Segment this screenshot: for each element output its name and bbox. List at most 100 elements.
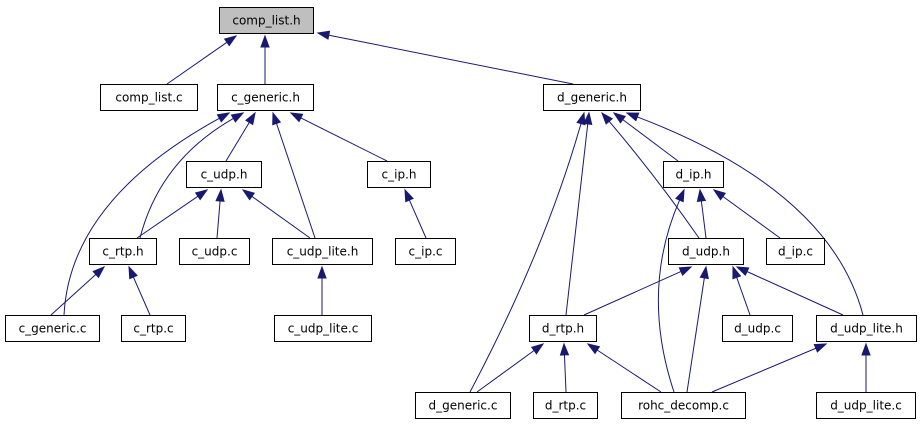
node-box[interactable] [272,238,373,265]
node-box[interactable] [668,238,744,265]
edge-line [50,273,97,316]
node-label: comp_list.h [232,14,300,28]
arrow-head [735,266,750,277]
node-box[interactable] [89,238,157,265]
edge-d_ip_c-to-d_ip_h [712,189,781,239]
edge-line [711,347,817,393]
edge-c_generic_c-to-c_rtp_h [50,266,106,316]
node-box[interactable] [100,84,198,111]
arrow-head [586,343,601,355]
edge-line [275,122,316,239]
edges-layer [50,30,871,393]
edge-c_udp_lite_h-to-c_udp_h [241,189,311,239]
edge-d_udp_h-to-d_ip_h [696,188,707,239]
node-c-udp-lite-c[interactable]: c_udp_lite.c [274,315,372,342]
node-d-ip-h[interactable]: d_ip.h [663,161,724,188]
edge-line [132,275,151,316]
node-d-generic-h[interactable]: d_generic.h [543,84,641,111]
node-c-rtp-h[interactable]: c_rtp.h [89,238,157,265]
node-d-rtp-c[interactable]: d_rtp.c [533,392,598,419]
node-label: d_ip.h [676,168,712,182]
node-box[interactable] [543,84,641,111]
arrow-head [696,188,707,202]
node-d-ip-c[interactable]: d_ip.c [766,238,825,265]
node-c-ip-c[interactable]: c_ip.c [395,238,456,265]
node-c-udp-c[interactable]: c_udp.c [179,238,250,265]
node-label: d_udp_lite.h [830,322,903,336]
node-comp-list-h[interactable]: comp_list.h [219,7,314,34]
node-label: c_udp.h [201,168,248,182]
edge-line [657,198,681,393]
node-box[interactable] [219,7,314,34]
arrow-head [215,188,225,202]
node-box[interactable] [722,315,793,342]
node-box[interactable] [186,161,262,188]
node-c-udp-lite-h[interactable]: c_udp_lite.h [272,238,373,265]
node-box[interactable] [217,84,314,111]
arrow-head [732,265,742,280]
node-d-udp-h[interactable]: d_udp.h [668,238,744,265]
edge-line [63,117,221,316]
arrow-head [530,343,545,355]
arrow-head [289,112,304,123]
node-rohc-decomp-c[interactable]: rohc_decomp.c [621,392,746,419]
arrow-head [625,112,640,122]
edge-d_udp_h-to-d_generic_h [601,111,700,239]
node-d-udp-lite-c[interactable]: d_udp_lite.c [816,392,916,419]
node-c-ip-h[interactable]: c_ip.h [367,161,431,188]
node-box[interactable] [816,315,917,342]
edge-rohc_decomp_c-to-d_udp_lite_h [711,343,828,393]
edge-c_generic_c-to-c_generic_h [63,112,231,316]
node-box[interactable] [395,238,456,265]
node-label: d_ip.c [778,245,813,259]
edge-line [469,122,582,393]
node-box[interactable] [816,392,916,419]
arrow-head [272,111,282,126]
node-d-udp-lite-h[interactable]: d_udp_lite.h [816,315,917,342]
node-box[interactable] [121,315,186,342]
edge-d_rtp_h-to-d_generic_h [565,111,593,316]
edge-line [563,353,567,393]
edge-line [225,121,251,162]
node-box[interactable] [274,315,372,342]
node-d-generic-c[interactable]: d_generic.c [415,392,511,419]
edge-rohc_decomp_c-to-d_rtp_h [586,343,662,393]
node-c-generic-c[interactable]: c_generic.c [5,315,100,342]
node-box[interactable] [533,392,598,419]
node-c-udp-h[interactable]: c_udp.h [186,161,262,188]
node-box[interactable] [663,161,724,188]
node-box[interactable] [367,161,431,188]
node-box[interactable] [766,238,825,265]
edge-d_rtp_c-to-d_rtp_h [559,342,570,393]
node-c-rtp-c[interactable]: c_rtp.c [121,315,186,342]
edge-line [216,199,221,239]
edge-rohc_decomp_c-to-d_ip_h [657,188,685,393]
node-label: c_udp.c [192,245,238,259]
node-d-udp-c[interactable]: d_udp.c [722,315,793,342]
node-label: c_ip.c [409,245,443,259]
edge-line [408,198,427,239]
edge-line [735,276,751,316]
edge-c_udp_lite_h-to-c_generic_h [272,111,316,239]
edge-comp_list_c-to-comp_list_h [166,35,238,85]
node-comp-list-c[interactable]: comp_list.c [100,84,198,111]
arrow-head [230,112,245,123]
node-label: d_generic.c [429,399,498,413]
edge-c_ip_c-to-c_ip_h [404,188,427,239]
edge-d_udp_lite_h-to-d_udp_h [735,266,844,316]
arrow-head [861,342,871,356]
node-label: c_ip.h [382,168,417,182]
arrow-head [601,111,614,125]
node-c-generic-h[interactable]: c_generic.h [217,84,314,111]
arrow-head [245,111,256,126]
node-box[interactable] [179,238,250,265]
edge-line [136,195,200,239]
arrow-head [813,343,828,353]
edge-line [608,120,700,239]
node-box[interactable] [529,315,597,342]
edge-d_udp_lite_h-to-d_generic_h [625,112,864,316]
node-box[interactable] [621,392,746,419]
node-box[interactable] [415,392,511,419]
node-d-rtp-h[interactable]: d_rtp.h [529,315,597,342]
node-box[interactable] [5,315,100,342]
